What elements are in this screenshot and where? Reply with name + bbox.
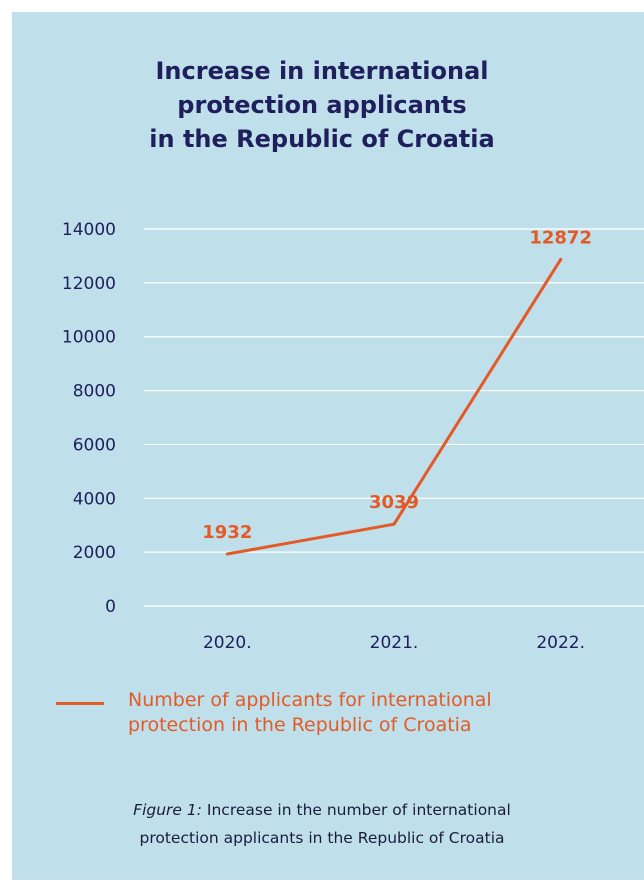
data-point-1: [392, 522, 396, 526]
y-tick-label-0: 0: [105, 597, 116, 617]
chart-title-line-1: Increase in international: [155, 57, 489, 85]
data-label-0: 1932: [202, 522, 252, 543]
data-label-2: 12872: [529, 227, 592, 248]
caption-text-2: protection applicants in the Republic of…: [139, 829, 505, 847]
data-point-2: [559, 257, 563, 261]
y-tick-label-6000: 6000: [73, 435, 116, 455]
chart-title: Increase in international protection app…: [0, 54, 644, 156]
caption-text-1: Increase in the number of international: [201, 801, 511, 819]
y-tick-label-4000: 4000: [73, 489, 116, 509]
caption-line-1: Figure 1: Increase in the number of inte…: [0, 796, 644, 824]
y-tick-label-14000: 14000: [62, 220, 116, 240]
line-chart: 0 2000 4000 6000 8000 10000 12000 14000 2020. 202…: [62, 220, 644, 653]
legend-label-line-2: protection in the Republic of Croatia: [128, 714, 472, 736]
legend-label-line-1: Number of applicants for international: [128, 689, 492, 711]
y-tick-label-2000: 2000: [73, 543, 116, 563]
chart-title-line-3: in the Republic of Croatia: [149, 125, 495, 153]
figure-caption: Figure 1: Increase in the number of inte…: [0, 796, 644, 852]
chart-panel: [12, 12, 644, 880]
caption-label: Figure 1:: [133, 801, 202, 819]
y-tick-label-12000: 12000: [62, 274, 116, 294]
data-label-1: 3039: [369, 492, 419, 513]
x-tick-label-0: 2020.: [203, 633, 252, 653]
legend-series-line: [56, 702, 104, 705]
x-tick-label-1: 2021.: [370, 633, 419, 653]
y-tick-label-10000: 10000: [62, 328, 116, 348]
data-point-0: [225, 552, 229, 556]
x-tick-label-2: 2022.: [536, 633, 585, 653]
legend-label: Number of applicants for international p…: [128, 688, 608, 738]
y-tick-label-8000: 8000: [73, 382, 116, 402]
chart-title-line-2: protection applicants: [177, 91, 467, 119]
